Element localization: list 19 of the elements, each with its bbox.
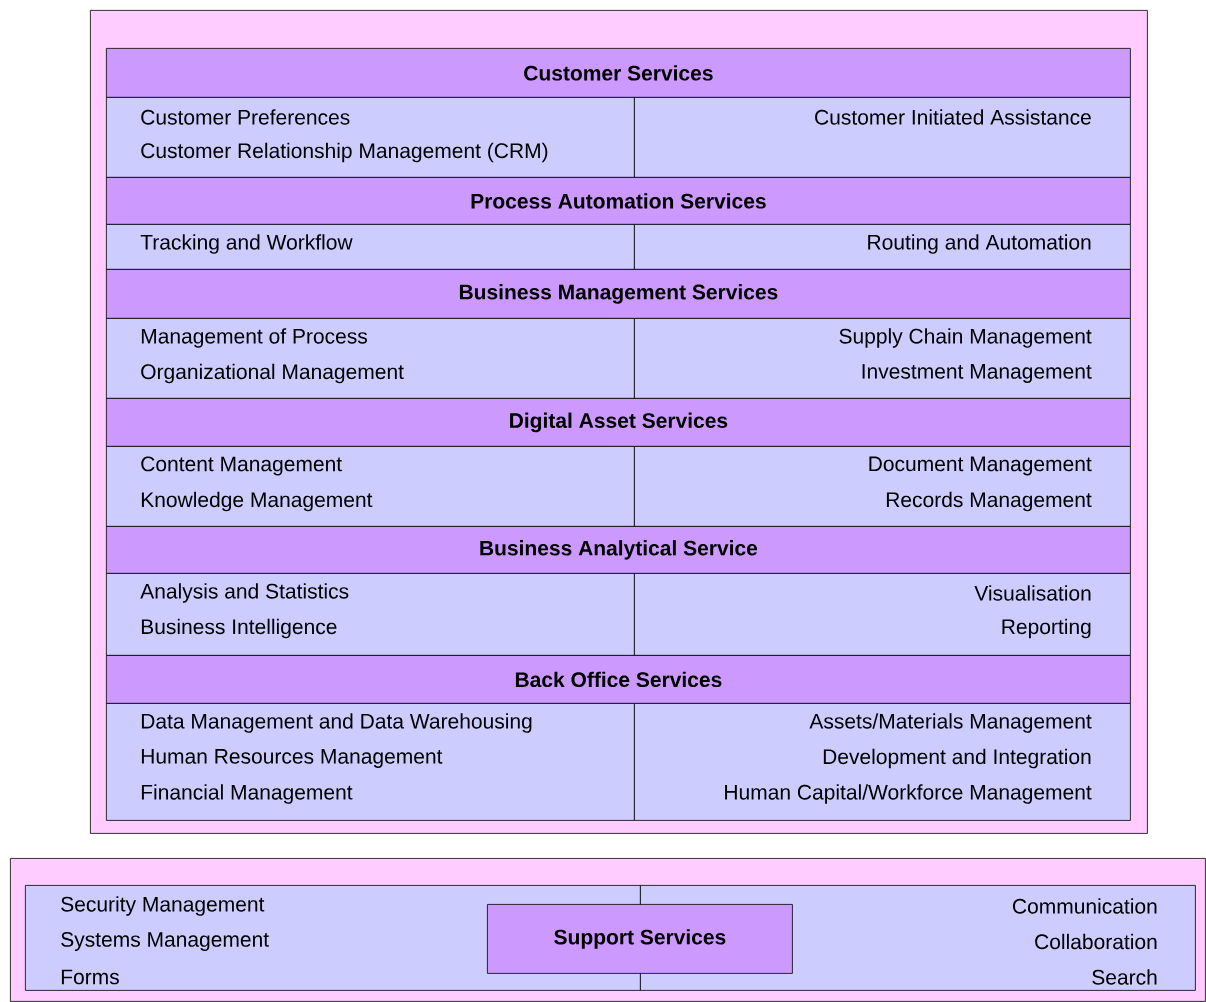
service-cell: Content Management Knowledge Management [106,446,635,527]
header-band: Digital Asset Services [106,398,1131,447]
service-cell: Analysis and Statistics Business Intelligence [106,573,635,656]
service-cell: Tracking and Workflow [106,224,635,270]
service-cell: Visualisation Reporting [634,573,1131,656]
service-cell: Document Management Records Management [634,446,1131,527]
header-band: Business Analytical Service [106,526,1131,574]
service-cell: Assets/Materials Management Development and Integration Human Capital/Workforce Management [634,703,1131,821]
header-band: Business Management Services [106,269,1131,319]
service-cell: Customer Preferences Customer Relationship Management (CRM) [106,97,635,178]
header-band: Back Office Services [106,655,1131,704]
service-cell: Routing and Automation [634,224,1131,270]
header-band: Customer Services [106,48,1131,98]
header-band: Process Automation Services [106,177,1131,225]
support-box: Support Services [487,904,793,974]
service-cell: Customer Initiated Assistance [634,97,1131,178]
service-cell: Data Management and Data Warehousing Human Resources Management Financial Management [106,703,635,821]
service-cell: Supply Chain Management Investment Management [634,318,1131,399]
service-cell: Management of Process Organizational Management [106,318,635,399]
